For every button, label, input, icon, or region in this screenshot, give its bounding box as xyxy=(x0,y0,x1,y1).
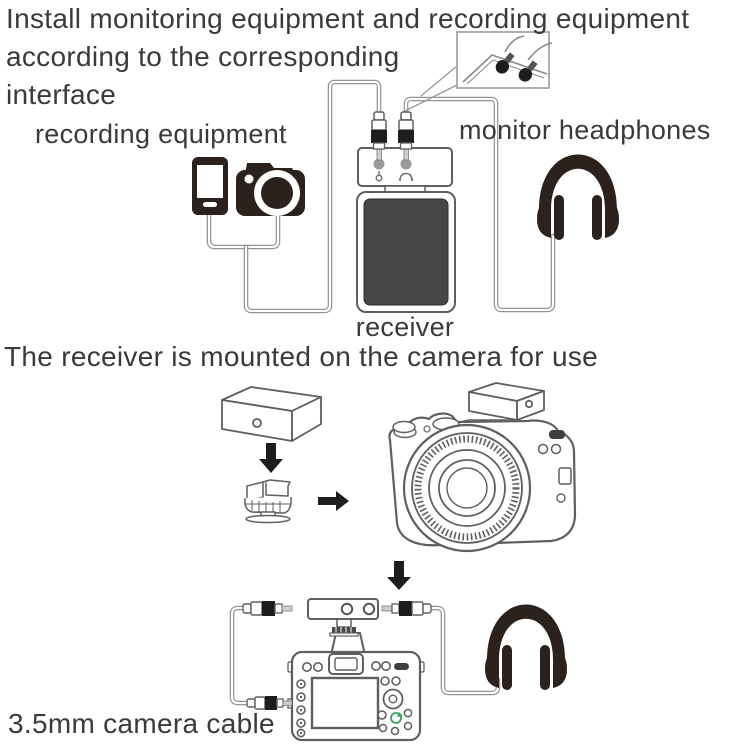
audio-plug-right xyxy=(381,601,432,616)
monitor-headphones-label: monitor headphones xyxy=(459,115,711,145)
function-button-green xyxy=(390,712,403,724)
recording-cable xyxy=(206,79,382,314)
photo-camera-icon xyxy=(236,163,305,216)
plug-closeup-inset xyxy=(402,31,553,113)
heading-line-1: Install monitoring equipment and recordi… xyxy=(6,3,690,34)
camera-cable xyxy=(229,605,250,706)
audio-plug-camera xyxy=(246,696,293,710)
inset-plug-left xyxy=(495,52,515,74)
mount-heading: The receiver is mounted on the camera fo… xyxy=(4,341,599,372)
audio-plug-left xyxy=(371,111,387,161)
line-out-icon xyxy=(375,171,383,182)
camera-back-view xyxy=(287,632,425,742)
camera-cable-label: 3.5mm camera cable xyxy=(8,708,275,739)
down-arrow-icon xyxy=(387,561,411,590)
button-column xyxy=(296,679,306,738)
mount-diagram xyxy=(221,382,577,590)
receiver-label: receiver xyxy=(355,312,455,342)
camera-with-receiver xyxy=(388,382,577,553)
recording-equipment-label: recording equipment xyxy=(35,119,287,149)
audio-plug-left xyxy=(242,601,293,616)
right-arrow-icon xyxy=(318,491,349,511)
receiver-box-3d xyxy=(221,386,322,442)
audio-plug-right xyxy=(398,111,414,161)
camera-lens xyxy=(402,423,532,553)
receiver-device xyxy=(356,147,456,313)
headphone-cable xyxy=(403,96,556,313)
cold-shoe-mount-icon xyxy=(244,479,292,524)
receiver-front-view xyxy=(307,598,379,637)
headphone-cable xyxy=(428,605,501,696)
bottom-wiring-diagram xyxy=(229,598,567,742)
headphone-jack-icon xyxy=(399,172,413,182)
inset-plug-right xyxy=(518,60,538,82)
headphones-icon xyxy=(537,154,619,240)
top-wiring-diagram xyxy=(192,31,619,314)
smartphone-icon xyxy=(192,157,228,215)
heading-line-2: according to the corresponding xyxy=(6,41,400,72)
headphones-icon xyxy=(485,604,567,690)
down-arrow-icon xyxy=(259,443,283,473)
page-heading: Install monitoring equipment and recordi… xyxy=(6,0,689,114)
control-cluster xyxy=(377,676,413,736)
mounted-receiver-box xyxy=(468,382,545,421)
heading-line-3: interface xyxy=(6,79,117,110)
